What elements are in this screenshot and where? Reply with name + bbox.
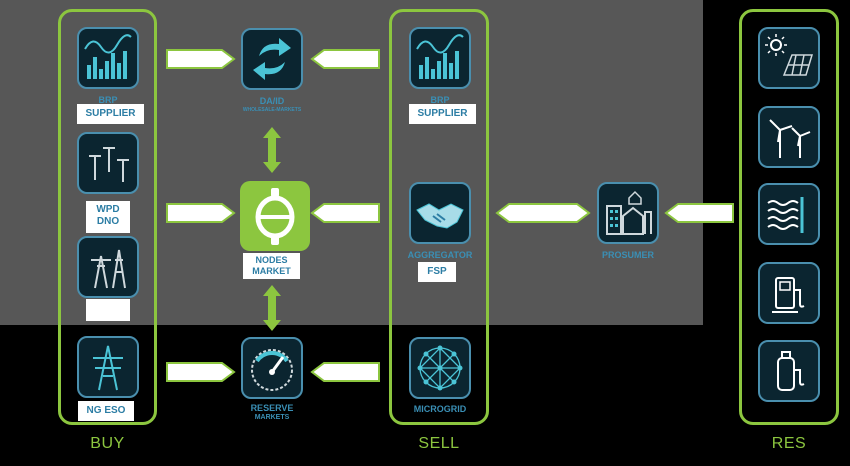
res-wind-tile[interactable] (758, 106, 820, 168)
nodes-market-tile[interactable] (240, 181, 310, 251)
solar-panel-icon (765, 34, 814, 76)
handshake-icon (416, 203, 464, 229)
arrow-buy-to-reserve (166, 362, 236, 382)
arrow-daid-nodes (263, 127, 281, 173)
buy-wpd-tile[interactable] (77, 132, 139, 194)
arrow-buy-to-daid (166, 49, 236, 69)
sell-group (389, 9, 489, 425)
pylon-icon (91, 249, 126, 289)
arrow-res-to-prosumer (664, 203, 734, 223)
buy-ngeso-tile[interactable] (77, 336, 139, 398)
reserve-tile[interactable] (241, 337, 303, 399)
res-ev-tile[interactable] (758, 262, 820, 324)
prosumer-label: PROSUMER (601, 250, 654, 260)
res-hydro-tile[interactable] (758, 183, 820, 245)
sell-title: SELL (418, 435, 460, 452)
nodes-line: NODES (255, 255, 288, 265)
arrow-sell-to-daid (310, 49, 380, 69)
buy-transmission-tile[interactable] (77, 236, 139, 298)
res-hydrogen-tile[interactable] (758, 340, 820, 402)
buildings-icon (606, 190, 652, 235)
utility-poles-icon (89, 147, 129, 182)
market-line: MARKET (252, 266, 291, 276)
aggregator-label: AGGREGATOR (407, 250, 473, 260)
reserve-sublabel: MARKETS (254, 414, 290, 421)
hydrogen-tank-icon (777, 351, 805, 391)
speedometer-icon (251, 349, 293, 391)
exchange-arrows-icon (253, 38, 291, 80)
sell-brp-tile[interactable] (409, 27, 471, 89)
arrow-buy-to-nodes (166, 203, 236, 223)
aggregator-tile[interactable] (409, 182, 471, 244)
nodes-logo-icon (255, 188, 295, 245)
res-solar-tile[interactable] (758, 27, 820, 89)
hydro-waves-icon (767, 197, 804, 233)
transmission-tower-icon (93, 345, 123, 391)
network-mesh-icon (417, 345, 463, 391)
bar-chart-icon (416, 34, 464, 79)
wind-turbine-icon (769, 119, 811, 158)
res-title: RES (771, 435, 807, 452)
buy-supplier-label: SUPPLIER (77, 104, 144, 124)
res-group (739, 9, 839, 425)
arrow-prosumer-aggregator (495, 203, 591, 223)
buy-wpd-label: WPD DNO (86, 201, 130, 233)
sell-brp-label: BRP (430, 95, 450, 105)
buy-ngeso-label: NG ESO (78, 401, 134, 421)
reserve-label: RESERVE (250, 403, 294, 413)
bar-chart-icon (84, 34, 132, 79)
microgrid-tile[interactable] (409, 337, 471, 399)
daid-tile[interactable] (241, 28, 303, 90)
daid-sublabel: WHOLESALE-MARKETS (242, 107, 302, 113)
buy-brp-label: BRP (98, 95, 118, 105)
buy-title: BUY (90, 435, 125, 452)
microgrid-label: MICROGRID (413, 404, 467, 414)
daid-label: DA/ID (259, 96, 285, 106)
buy-blank-label (86, 299, 130, 321)
buy-group (58, 9, 157, 425)
sell-supplier-label: SUPPLIER (409, 104, 476, 124)
buy-brp-tile[interactable] (77, 27, 139, 89)
nodes-market-label: NODES MARKET (243, 253, 300, 279)
prosumer-tile[interactable] (597, 182, 659, 244)
arrow-nodes-reserve (263, 285, 281, 331)
ev-charger-icon (772, 277, 805, 313)
arrow-sell-to-reserve (310, 362, 380, 382)
arrow-sell-to-nodes (310, 203, 380, 223)
wpd-line: WPD (96, 204, 120, 215)
fsp-label: FSP (418, 262, 456, 282)
dno-line: DNO (96, 216, 120, 227)
